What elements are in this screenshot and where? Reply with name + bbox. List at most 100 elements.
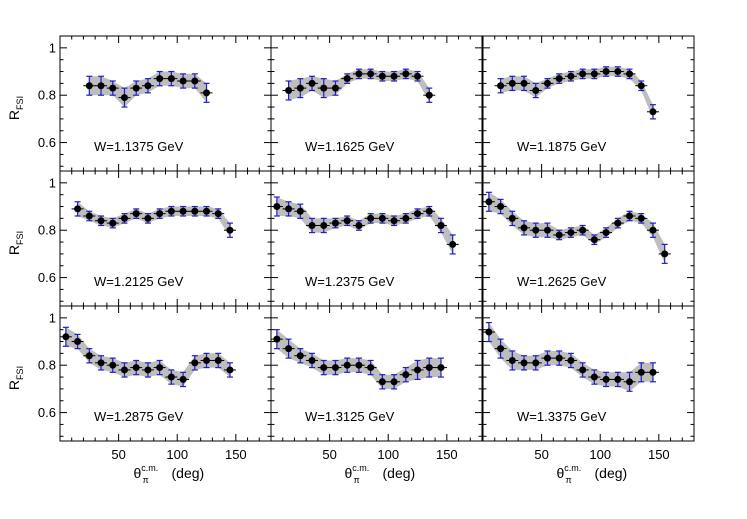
point-marker [179, 77, 187, 85]
point-marker [378, 378, 386, 386]
data-point [399, 366, 412, 383]
point-marker [214, 210, 222, 218]
x-axis-title-unit: (deg) [172, 465, 205, 481]
data-point [623, 210, 636, 222]
y-tick-label: 0.6 [38, 135, 56, 150]
data-point [212, 352, 225, 369]
point-marker [203, 207, 211, 215]
data-point [317, 359, 330, 376]
point-marker [296, 207, 304, 215]
x-tick-label: 150 [225, 447, 247, 462]
data-point [588, 369, 601, 385]
data-point [200, 82, 213, 103]
x-axis-title-subscript: π [354, 475, 360, 485]
point-marker [414, 72, 422, 80]
point-marker [590, 236, 598, 244]
point-marker [437, 364, 445, 372]
data-point [188, 355, 201, 371]
data-point [646, 222, 659, 238]
data-point [635, 362, 648, 383]
data-point [423, 87, 436, 103]
point-marker [637, 214, 645, 222]
data-point [306, 352, 319, 369]
data-point [541, 78, 554, 89]
x-tick-label: 50 [111, 447, 125, 462]
data-point [494, 198, 507, 215]
data-point [141, 362, 154, 378]
point-marker [97, 217, 105, 225]
y-axis-title-main: R [6, 380, 22, 390]
data-point [294, 203, 307, 219]
y-tick-label: 1 [49, 175, 56, 190]
data-point [306, 217, 319, 234]
point-marker [425, 91, 433, 99]
data-point [118, 87, 131, 108]
point-marker [390, 217, 398, 225]
point-marker [543, 226, 551, 234]
y-tick-label: 0.8 [38, 88, 56, 103]
point-marker [144, 82, 152, 90]
x-axis-title: θc.m.π(deg) [557, 463, 628, 485]
data-point [434, 357, 447, 378]
point-marker [62, 333, 70, 341]
point-marker [308, 356, 316, 364]
data-point [317, 78, 330, 99]
data-point [506, 210, 519, 227]
data-point [529, 82, 542, 99]
panel-7: W=1.2875 GeV [59, 305, 272, 442]
point-marker [532, 86, 540, 94]
data-point [611, 66, 624, 77]
data-point [588, 234, 601, 246]
data-point [411, 208, 424, 219]
data-point [576, 362, 589, 378]
data-point [106, 357, 119, 373]
data-point [482, 321, 495, 343]
point-marker [520, 224, 528, 232]
data-point [635, 80, 648, 92]
data-point [376, 213, 389, 224]
data-point [494, 78, 507, 94]
data-point [518, 75, 531, 92]
data-point [529, 222, 542, 238]
data-point [588, 68, 601, 80]
point-marker [567, 229, 575, 237]
point-marker [602, 375, 610, 383]
point-marker [649, 108, 657, 116]
point-marker [437, 221, 445, 229]
point-marker [626, 212, 634, 220]
data-point [95, 215, 108, 227]
data-point [494, 338, 507, 359]
data-point [564, 227, 577, 238]
point-marker [120, 94, 128, 102]
point-marker [520, 79, 528, 87]
data-point [364, 359, 377, 376]
data-point [188, 205, 201, 217]
point-marker [156, 75, 164, 83]
data-point [364, 213, 377, 224]
data-point [635, 213, 648, 224]
point-marker [602, 229, 610, 237]
x-axis-title-unit: (deg) [595, 465, 628, 481]
data-point [83, 348, 96, 364]
data-point [212, 208, 225, 219]
data-point [352, 68, 365, 80]
point-marker [355, 70, 363, 78]
panel-label: W=1.2375 GeV [305, 274, 395, 289]
data-point [482, 191, 495, 212]
point-marker [355, 361, 363, 369]
data-point [329, 359, 342, 376]
data-point [177, 73, 190, 89]
point-marker [402, 371, 410, 379]
data-point [341, 215, 354, 227]
x-axis-title-unit: (deg) [383, 465, 416, 481]
data-point [376, 70, 389, 82]
data-point [270, 196, 283, 217]
uncertainty-band [65, 327, 231, 387]
point-marker [97, 359, 105, 367]
y-axis-title: RFSI [6, 96, 25, 120]
point-marker [203, 89, 211, 97]
data-point [165, 70, 178, 87]
point-marker [179, 375, 187, 383]
uncertainty-band [488, 192, 665, 264]
